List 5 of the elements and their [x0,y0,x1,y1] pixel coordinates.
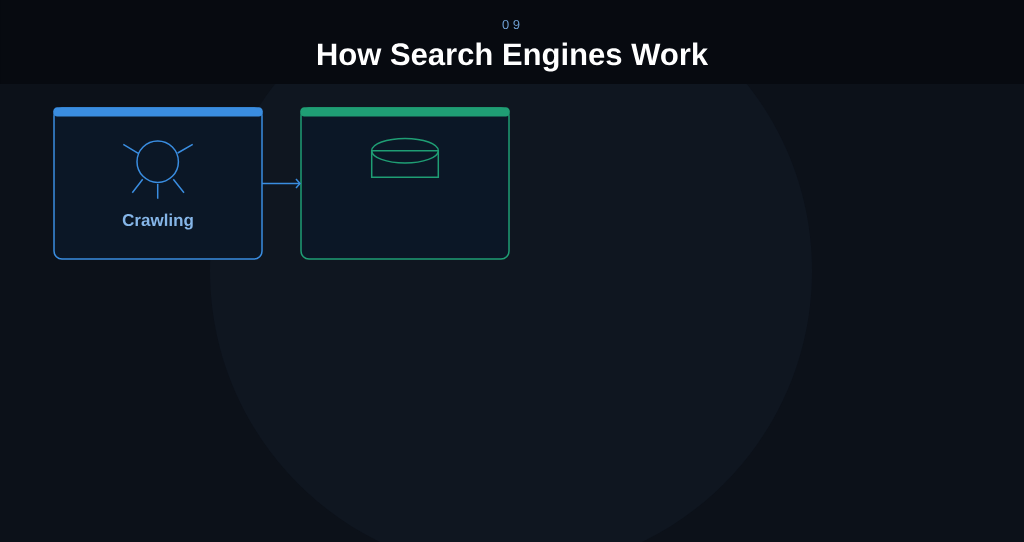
arrow [261,178,301,189]
title: How Search Engines Work [318,42,709,72]
slide-number: 0 9 [502,19,520,30]
card: Crawling [53,107,263,260]
card [300,107,510,260]
